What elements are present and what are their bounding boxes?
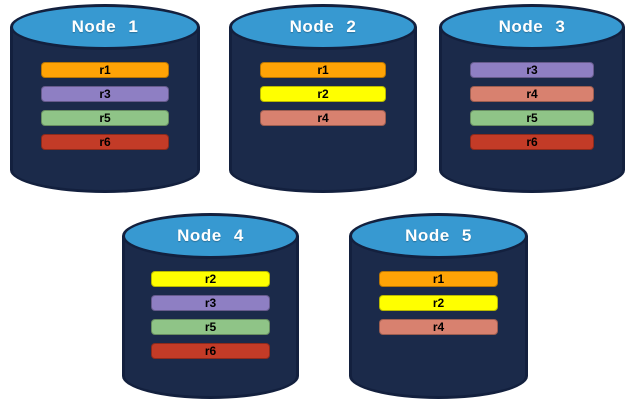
replica-list: r1 r2 r4 [260, 62, 386, 126]
cylinder-cap: Node 5 [349, 213, 528, 259]
replica-bar-r4: r4 [469, 86, 595, 102]
replica-bar-r3: r3 [41, 86, 169, 102]
replica-bar-r1: r1 [41, 62, 169, 78]
replica-bar-r4: r4 [260, 110, 386, 126]
replica-bar-r3: r3 [151, 295, 270, 311]
replica-list: r3 r4 r5 r6 [469, 62, 595, 150]
replica-bar-r3: r3 [469, 62, 595, 78]
replica-bar-r4: r4 [378, 319, 499, 335]
replica-bar-r1: r1 [260, 62, 386, 78]
replica-list: r1 r3 r5 r6 [41, 62, 169, 150]
replica-bar-r1: r1 [378, 271, 499, 287]
node-label: Node 2 [289, 17, 357, 36]
node-cylinder-4: Node 4 r2 r3 r5 r6 [122, 213, 299, 399]
replica-bar-r2: r2 [260, 86, 386, 102]
replica-bar-r2: r2 [378, 295, 499, 311]
cylinder-cap: Node 1 [10, 4, 200, 50]
node-cylinder-3: Node 3 r3 r4 r5 r6 [439, 4, 625, 193]
node-label: Node 5 [405, 226, 472, 245]
replica-bar-r2: r2 [151, 271, 270, 287]
replica-bar-r5: r5 [41, 110, 169, 126]
replica-list: r2 r3 r5 r6 [151, 271, 270, 359]
cylinder-cap: Node 4 [122, 213, 299, 259]
cylinder-cap: Node 2 [229, 4, 417, 50]
node-cylinder-5: Node 5 r1 r2 r4 [349, 213, 528, 399]
node-label: Node 1 [71, 17, 139, 36]
node-cylinder-2: Node 2 r1 r2 r4 [229, 4, 417, 193]
replica-bar-r6: r6 [469, 134, 595, 150]
replica-list: r1 r2 r4 [378, 271, 499, 335]
replica-bar-r6: r6 [41, 134, 169, 150]
node-label: Node 3 [498, 17, 566, 36]
replica-bar-r5: r5 [151, 319, 270, 335]
node-label: Node 4 [177, 226, 244, 245]
replica-bar-r5: r5 [469, 110, 595, 126]
cylinder-cap: Node 3 [439, 4, 625, 50]
replica-bar-r6: r6 [151, 343, 270, 359]
node-cylinder-1: Node 1 r1 r3 r5 r6 [10, 4, 200, 193]
